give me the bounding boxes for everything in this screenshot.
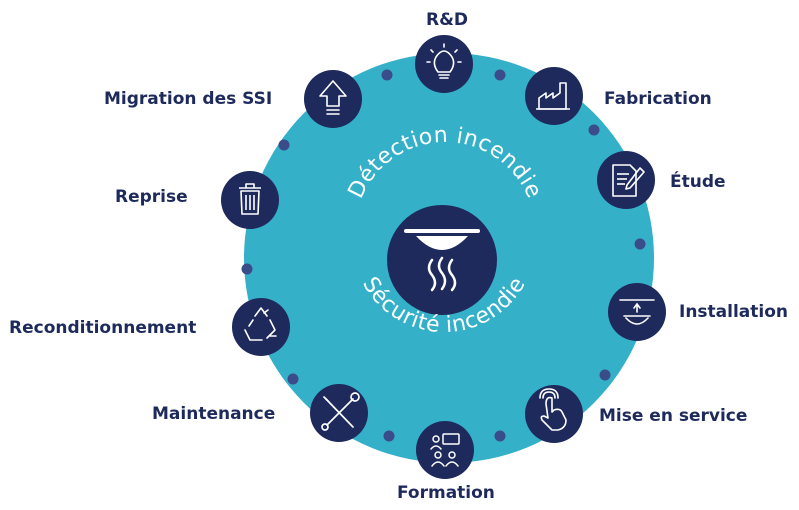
ring-dot (381, 69, 393, 81)
step-label-reprise: Reprise (115, 187, 188, 207)
factory-icon (536, 82, 570, 110)
step-node-reprise[interactable] (221, 171, 279, 229)
step-node-installation[interactable] (608, 283, 666, 341)
ring-dot (494, 69, 506, 81)
step-label-reconditionnement: Reconditionnement (9, 318, 197, 338)
ring-dot (278, 139, 290, 151)
ring-dot (634, 238, 646, 250)
wrench-screwdriver-icon (321, 392, 360, 431)
step-label-rd: R&D (426, 10, 469, 30)
ring-dot (494, 430, 506, 442)
step-node-rd[interactable] (415, 35, 473, 93)
step-node-maintenance[interactable] (310, 384, 368, 442)
document-pen-icon (612, 164, 645, 197)
step-node-formation[interactable] (416, 421, 474, 479)
ring-dot (588, 124, 600, 136)
step-node-migration-ssi[interactable] (304, 70, 362, 128)
step-label-installation: Installation (679, 302, 789, 322)
ring-dot (599, 369, 611, 381)
step-label-etude: Étude (670, 172, 726, 192)
step-node-etude[interactable] (597, 151, 655, 209)
trash-icon (239, 183, 261, 215)
step-label-formation: Formation (397, 483, 495, 503)
step-label-mise-en-service: Mise en service (599, 406, 748, 426)
ceiling-detector-icon (619, 299, 655, 325)
step-node-reconditionnement[interactable] (232, 298, 290, 356)
smoke-detector-icon (387, 205, 497, 315)
recycle-icon (244, 307, 277, 341)
hand-pointer-icon (539, 388, 567, 431)
step-label-maintenance: Maintenance (152, 404, 276, 424)
presentation-people-icon (430, 433, 460, 467)
step-label-fabrication: Fabrication (604, 89, 712, 109)
upload-arrow-icon (319, 80, 347, 115)
ring-dot (383, 430, 395, 442)
ring-dot (287, 373, 299, 385)
ring-dots (241, 69, 646, 442)
step-node-fabrication[interactable] (525, 67, 583, 125)
lightbulb-icon (426, 43, 462, 79)
step-label-migration-ssi: Migration des SSI (104, 89, 273, 109)
ring-dot (241, 263, 253, 275)
step-node-mise-en-service[interactable] (525, 385, 583, 443)
